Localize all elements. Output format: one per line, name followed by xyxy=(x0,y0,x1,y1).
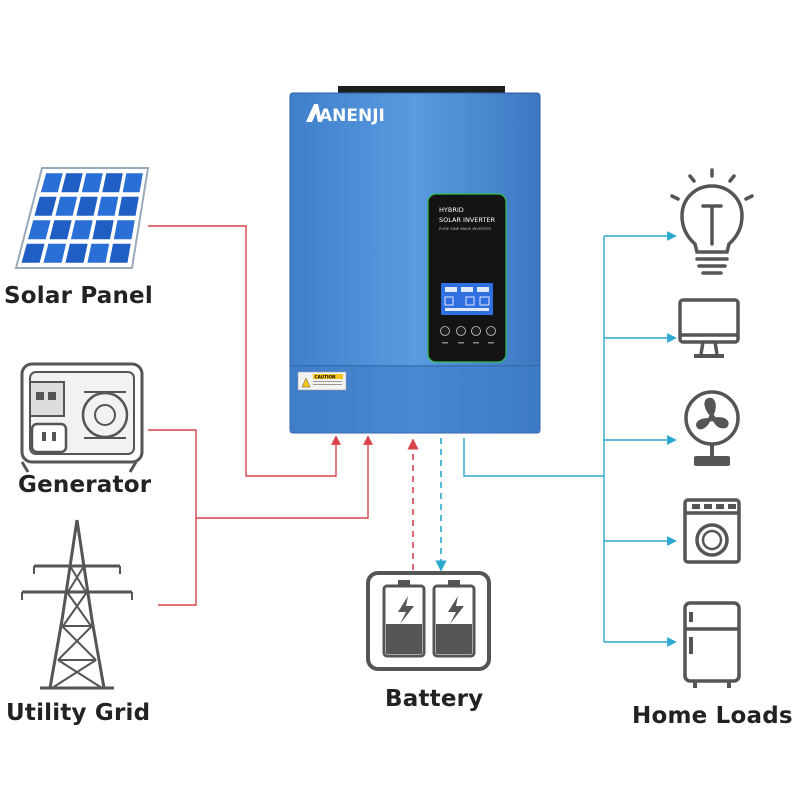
battery-icon xyxy=(366,571,491,671)
panel-button-2 xyxy=(456,326,466,336)
caution-sticker: CAUTION xyxy=(297,371,347,391)
refrigerator-icon xyxy=(683,601,741,688)
solar-cell xyxy=(81,173,103,193)
panel-buttons xyxy=(440,326,496,336)
utility-grid-icon xyxy=(21,519,133,690)
display-subtitle: SOLAR INVERTER xyxy=(439,216,495,224)
panel-button-3 xyxy=(471,326,481,336)
generator-icon xyxy=(20,362,144,473)
solar-cell xyxy=(87,243,110,263)
solar-cell xyxy=(27,220,51,240)
control-panel: HYBRID SOLAR INVERTER PURE SINE WAVE INV… xyxy=(427,193,507,363)
input-lines xyxy=(148,225,373,606)
caution-text: CAUTION xyxy=(315,374,337,379)
monitor-icon xyxy=(678,298,740,358)
home-loads-label: Home Loads xyxy=(632,703,793,729)
generator-line xyxy=(148,429,373,519)
grid-line xyxy=(158,518,197,606)
solar-cell xyxy=(76,196,98,216)
solar-cell xyxy=(70,220,93,240)
solar-panel-label: Solar Panel xyxy=(4,283,153,309)
solar-cell xyxy=(40,173,63,193)
solar-cell xyxy=(122,173,143,193)
solar-cell xyxy=(21,243,45,263)
washing-machine-icon xyxy=(683,498,741,564)
output-lines xyxy=(463,231,677,647)
panel-button-1 xyxy=(440,326,450,336)
battery-label: Battery xyxy=(385,686,484,712)
fan-icon xyxy=(684,390,740,466)
solar-cell xyxy=(97,196,119,216)
generator-label: Generator xyxy=(18,472,152,498)
solar-cell xyxy=(118,196,139,216)
solar-cell xyxy=(65,243,88,263)
battery-lines xyxy=(407,438,447,572)
utility-grid-label: Utility Grid xyxy=(6,700,151,726)
display-tagline: PURE SINE WAVE INVERTER xyxy=(439,226,491,231)
solar-cell xyxy=(102,173,123,193)
solar-cell xyxy=(109,243,131,263)
brand-logo: ANENJI xyxy=(306,104,385,126)
solar-cell xyxy=(92,220,114,240)
solar-panel-icon xyxy=(14,167,150,269)
light-bulb-icon xyxy=(670,168,754,275)
solar-cell xyxy=(113,220,135,240)
solar-cell xyxy=(43,243,67,263)
display-title: HYBRID xyxy=(439,206,464,214)
solar-cell xyxy=(34,196,57,216)
solar-line xyxy=(148,225,341,477)
inverter: ANENJI HYBRID SOLAR INVERTER PURE SINE W… xyxy=(289,86,541,434)
brand-logo-text: ANENJI xyxy=(319,106,385,126)
solar-cell xyxy=(49,220,72,240)
panel-button-4 xyxy=(486,326,496,336)
solar-cell xyxy=(55,196,78,216)
solar-cell xyxy=(61,173,83,193)
